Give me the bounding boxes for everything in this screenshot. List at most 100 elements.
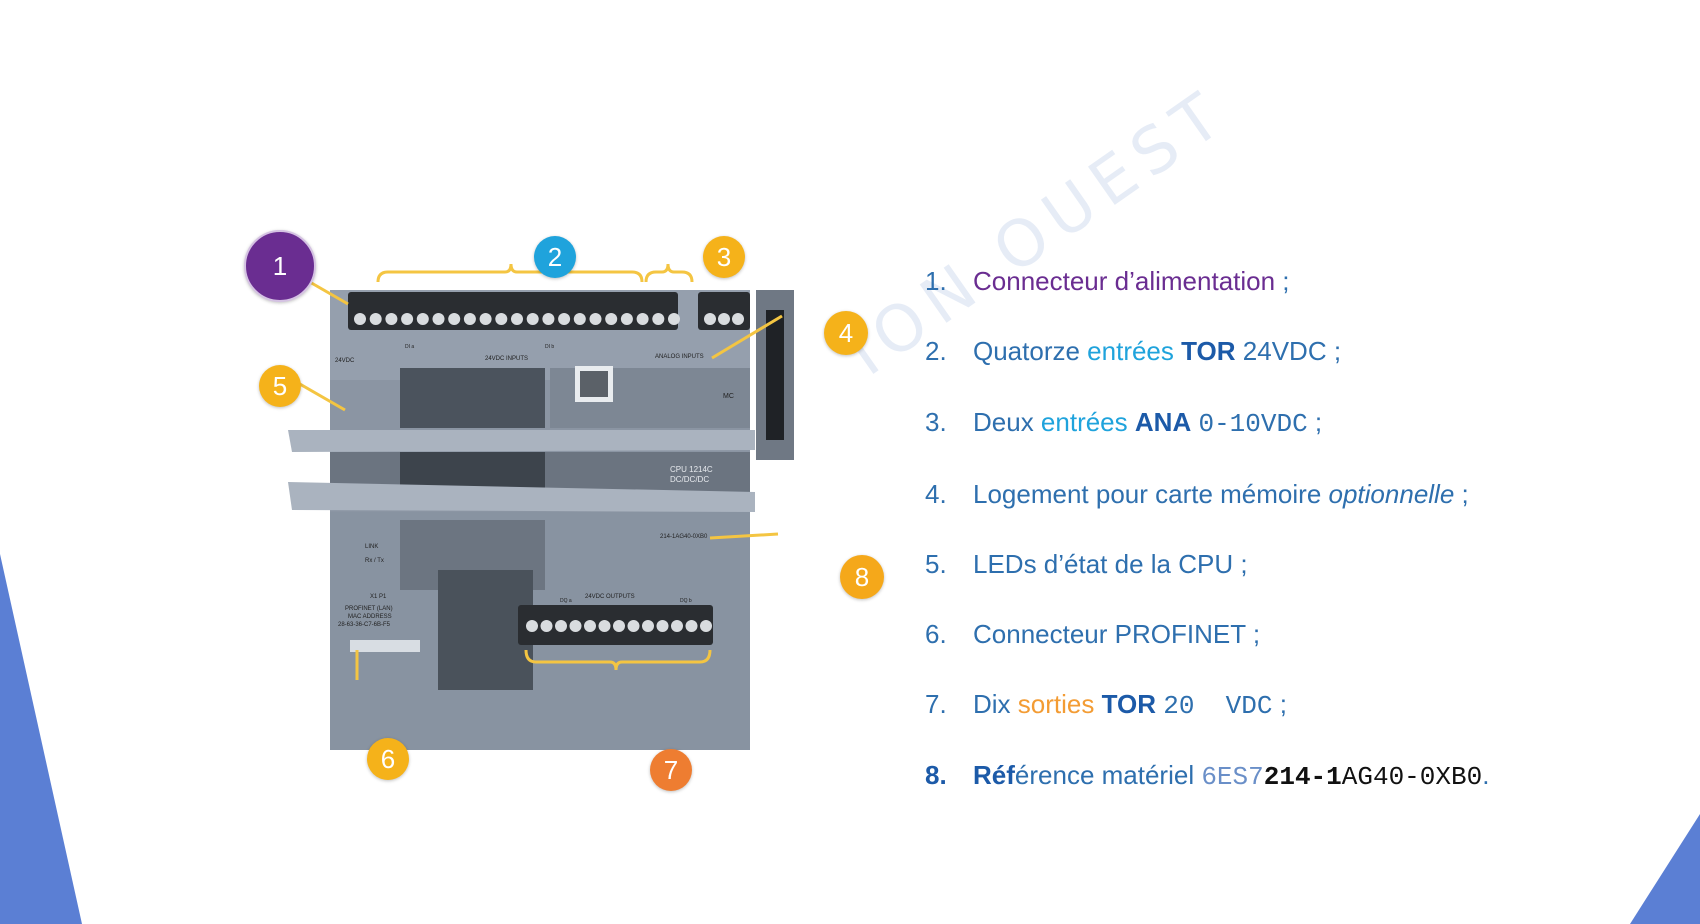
terminal-screw bbox=[652, 313, 665, 325]
list-item: 8. Référence matériel 6ES7214-1AG40-0XB0… bbox=[925, 760, 1665, 800]
terminal-screw bbox=[668, 313, 680, 325]
corner-decoration-right bbox=[1630, 814, 1700, 924]
marker-2: 2 bbox=[534, 236, 576, 278]
item-text: Connecteur PROFINET ; bbox=[973, 619, 1261, 649]
label-mc: MC bbox=[723, 393, 734, 400]
plc-drawing: 24VDC 24VDC INPUTS ANALOG INPUTS CPU 121… bbox=[271, 263, 794, 750]
item-text bbox=[1236, 336, 1243, 366]
item-text bbox=[1128, 407, 1135, 437]
item-number: 1. bbox=[925, 266, 947, 296]
terminal-screw bbox=[671, 620, 683, 632]
terminal-screw bbox=[642, 620, 654, 632]
label-power: 24VDC bbox=[335, 358, 355, 364]
terminal-screw bbox=[401, 313, 414, 325]
item-text: 20 VDC bbox=[1163, 691, 1273, 721]
item-text: LEDs d’état de la CPU ; bbox=[973, 549, 1248, 579]
terminal-screw bbox=[627, 620, 640, 632]
item-text: . bbox=[1482, 760, 1490, 790]
item-text: optionnelle bbox=[1328, 479, 1455, 509]
item-text: Deux bbox=[973, 407, 1041, 437]
item-number: 3. bbox=[925, 407, 947, 437]
item-text: ; bbox=[1272, 689, 1287, 719]
item-text: Réf bbox=[973, 760, 1015, 790]
list-item: 1. Connecteur d’alimentation ; bbox=[925, 266, 1665, 306]
item-text: 6ES7 bbox=[1201, 762, 1264, 792]
terminal-screw bbox=[613, 620, 625, 632]
terminal-screw bbox=[569, 620, 582, 632]
item-text: TOR bbox=[1181, 336, 1236, 366]
item-number: 4. bbox=[925, 479, 947, 509]
terminal-screw bbox=[540, 620, 553, 632]
terminal-screw bbox=[573, 313, 586, 325]
item-text: ; bbox=[1454, 479, 1469, 509]
label-dq-b: DQ b bbox=[680, 598, 692, 604]
label-dq-a: DQ a bbox=[560, 598, 572, 604]
item-number: 7. bbox=[925, 689, 947, 719]
marker-5: 5 bbox=[259, 365, 301, 407]
item-text: ANA bbox=[1134, 407, 1192, 437]
terminal-screw bbox=[718, 313, 730, 325]
terminal-screw bbox=[732, 313, 744, 325]
terminal-screw bbox=[704, 313, 716, 325]
item-text: ; bbox=[1307, 407, 1323, 437]
label-mac: 28-63-36-C7-6B-F5 bbox=[338, 622, 391, 628]
marker-7: 7 bbox=[650, 749, 692, 791]
list-item: 3. Deux entrées ANA 0-10VDC ; bbox=[925, 407, 1665, 447]
item-number: 6. bbox=[925, 619, 947, 649]
terminal-screw bbox=[542, 313, 555, 325]
terminal-screw bbox=[432, 313, 445, 325]
terminal-screw bbox=[369, 313, 382, 325]
terminal-screw bbox=[354, 313, 366, 325]
label-port: X1 P1 bbox=[370, 594, 387, 600]
plc-device-image: 24VDC 24VDC INPUTS ANALOG INPUTS CPU 121… bbox=[200, 220, 900, 820]
terminal-screw bbox=[656, 620, 669, 632]
terminal-screw bbox=[620, 313, 633, 325]
label-inputs: 24VDC INPUTS bbox=[485, 356, 528, 362]
label-rxtx: Rx / Tx bbox=[365, 558, 384, 564]
item-text: Connecteur d’alimentation bbox=[973, 266, 1276, 296]
marker-3: 3 bbox=[703, 236, 745, 278]
terminal-screw bbox=[598, 620, 611, 632]
label-outputs: 24VDC OUTPUTS bbox=[585, 594, 635, 600]
label-di-a: DI a bbox=[405, 344, 414, 350]
item-number: 8. bbox=[925, 760, 947, 790]
terminal-screw bbox=[448, 313, 461, 325]
label-analog: ANALOG INPUTS bbox=[655, 354, 704, 360]
item-text: 214-1 bbox=[1263, 762, 1342, 792]
list-item: 6. Connecteur PROFINET ; bbox=[925, 619, 1665, 659]
item-text: 0-10VDC bbox=[1198, 409, 1308, 439]
label-cpu-model: CPU 1214C bbox=[670, 465, 713, 474]
item-text bbox=[1094, 689, 1101, 719]
item-text: sorties bbox=[1017, 689, 1095, 719]
terminal-screw bbox=[555, 620, 567, 632]
terminal-screw bbox=[584, 620, 596, 632]
terminal-screw bbox=[605, 313, 618, 325]
terminal-screw bbox=[589, 313, 602, 325]
list-item: 5. LEDs d’état de la CPU ; bbox=[925, 549, 1665, 589]
terminal-screw bbox=[416, 313, 429, 325]
terminal-screw bbox=[526, 620, 538, 632]
item-text: Dix bbox=[973, 689, 1018, 719]
label-cpu-type: DC/DC/DC bbox=[670, 475, 709, 484]
terminal-screw bbox=[385, 313, 398, 325]
item-text: Logement pour carte mémoire bbox=[973, 479, 1329, 509]
list-item: 2. Quatorze entrées TOR 24VDC ; bbox=[925, 336, 1665, 376]
item-text: Quatorze bbox=[973, 336, 1088, 366]
item-text: ; bbox=[1326, 336, 1342, 366]
label-link: LINK bbox=[365, 544, 378, 550]
item-text: ; bbox=[1275, 266, 1290, 296]
item-text: AG40-0XB0 bbox=[1341, 762, 1483, 792]
label-di-b: DI b bbox=[545, 344, 554, 350]
terminal-screw bbox=[479, 313, 492, 325]
terminal-screw bbox=[463, 313, 476, 325]
terminal-screw bbox=[636, 313, 649, 325]
item-number: 5. bbox=[925, 549, 947, 579]
marker-4: 4 bbox=[824, 311, 868, 355]
marker-1: 1 bbox=[244, 230, 316, 302]
item-text: érence matériel bbox=[1014, 760, 1202, 790]
list-item: 4. Logement pour carte mémoire optionnel… bbox=[925, 479, 1665, 519]
marker-6: 6 bbox=[367, 738, 409, 780]
terminal-screw bbox=[526, 313, 539, 325]
terminal-screw bbox=[495, 313, 508, 325]
